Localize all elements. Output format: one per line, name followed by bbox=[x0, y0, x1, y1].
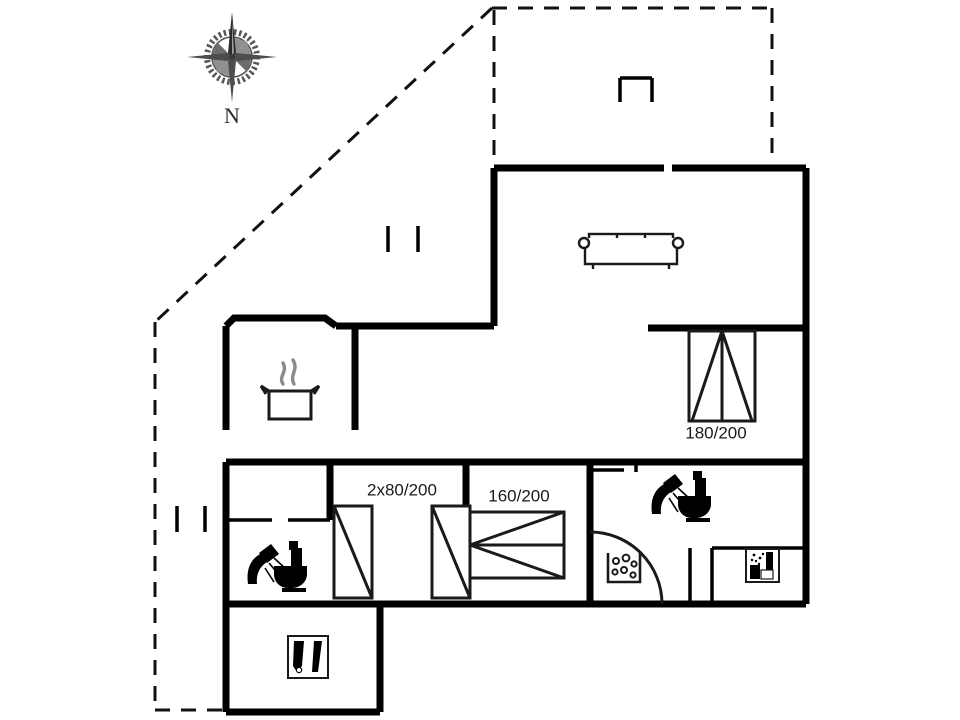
bed-dimension-label-180-200: 180/200 bbox=[685, 423, 746, 442]
washer-unit bbox=[750, 565, 760, 579]
bed-diag bbox=[430, 505, 472, 599]
shower-head bbox=[259, 544, 279, 563]
sofa-arm-right bbox=[671, 236, 685, 250]
pot-handle-left bbox=[259, 384, 270, 395]
toilet-body bbox=[678, 478, 711, 518]
shower-toilet-icon bbox=[247, 541, 307, 592]
bubble-6 bbox=[629, 571, 637, 579]
pot-steam-left bbox=[279, 361, 287, 386]
cleaning-tools-icon bbox=[287, 635, 329, 679]
bed-dimension-label-160-200: 160/200 bbox=[488, 486, 549, 505]
sofa-icon bbox=[577, 232, 685, 269]
cleaning-tool-left bbox=[293, 641, 304, 672]
pot-steam-right bbox=[290, 358, 297, 386]
wall-kitchen-bay-top bbox=[223, 314, 339, 329]
toilet-cistern bbox=[289, 541, 298, 550]
bubble-2 bbox=[621, 553, 631, 563]
bed-dimension-label-2x80-200: 2x80/200 bbox=[367, 480, 437, 499]
bubble-4 bbox=[611, 568, 619, 576]
toilet-base bbox=[282, 588, 306, 592]
compass-needle-west bbox=[187, 53, 232, 61]
toilet-cistern bbox=[693, 471, 702, 480]
shower-arm bbox=[247, 554, 267, 584]
washing-machine-icon bbox=[745, 548, 780, 583]
compass-needle-highlight bbox=[232, 20, 234, 55]
shower-toilet-icon bbox=[651, 471, 711, 522]
bubble-5 bbox=[620, 566, 628, 574]
bed-twin-right bbox=[430, 504, 472, 600]
compass-needle-east bbox=[232, 53, 277, 61]
toilet-base bbox=[686, 518, 710, 522]
whirlpool-icon bbox=[606, 553, 642, 584]
bed-diag-top bbox=[469, 510, 565, 547]
cleaning-tool-right bbox=[312, 641, 322, 672]
bubble-1 bbox=[612, 557, 620, 565]
spray-3 bbox=[264, 567, 275, 583]
pot-body bbox=[267, 389, 313, 421]
laundry-specks bbox=[750, 552, 765, 566]
pot-handle-right bbox=[310, 384, 321, 395]
toilet-body bbox=[274, 548, 307, 588]
interior-partitions bbox=[175, 76, 806, 604]
sofa-arm-left bbox=[577, 236, 591, 250]
compass-hub bbox=[229, 54, 235, 60]
terrace-outline bbox=[153, 6, 774, 712]
bed-180-200 bbox=[687, 329, 757, 423]
compass-rose-icon bbox=[187, 12, 277, 102]
sofa-base bbox=[583, 238, 679, 266]
compass-needle-south bbox=[228, 57, 236, 102]
bed-diag-right bbox=[720, 330, 754, 422]
bubble-3 bbox=[630, 560, 638, 568]
tool-wheel bbox=[295, 666, 303, 674]
cooking-pot-icon bbox=[259, 358, 321, 421]
bed-twin-left bbox=[332, 504, 374, 600]
bed-diag-left bbox=[690, 330, 724, 422]
bed-160-200 bbox=[468, 510, 566, 580]
bed-diag bbox=[332, 505, 374, 599]
shower-head bbox=[663, 474, 683, 493]
whirlpool-tub bbox=[606, 553, 642, 584]
shower-arm bbox=[651, 484, 671, 514]
bed-diag-bottom bbox=[469, 543, 565, 580]
spray-3 bbox=[668, 497, 679, 513]
compass-north-label: N bbox=[224, 103, 240, 128]
basket bbox=[760, 569, 774, 580]
